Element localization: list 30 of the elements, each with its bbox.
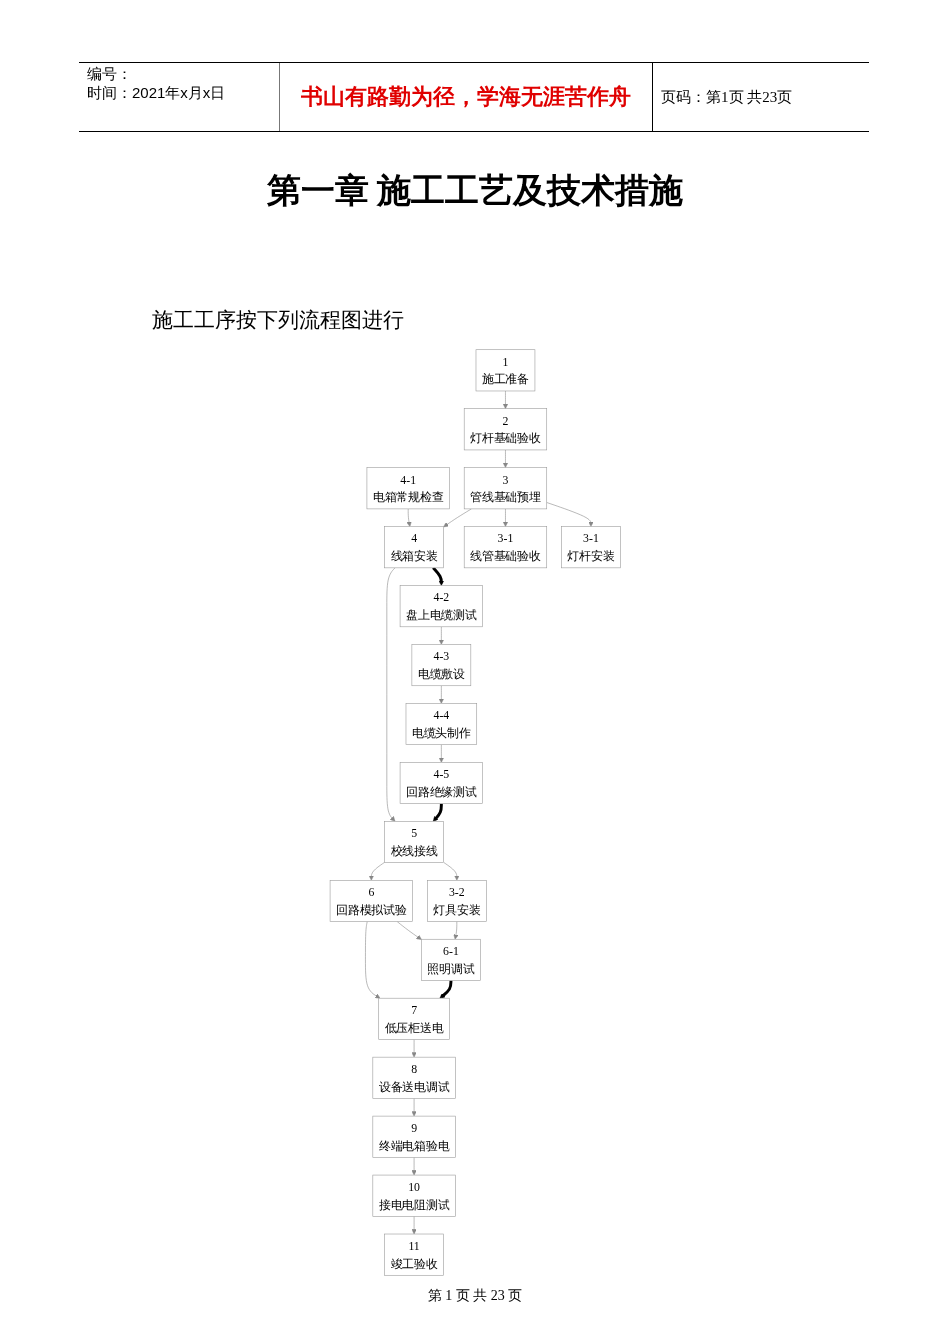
date-field: 时间：2021年x月x日 (87, 84, 271, 103)
node-box: 3-1 线管基础验收 (463, 526, 547, 569)
node-box: 4-2 盘上电缆测试 (399, 585, 483, 628)
node-box: 8 设备送电调试 (372, 1056, 456, 1099)
node-box: 3-1 灯杆安装 (560, 526, 621, 569)
node-box: 2 灯杆基础验收 (463, 408, 547, 451)
node-box: 4 线箱安装 (384, 526, 444, 569)
node-box: 4-1 电箱常规检查 (366, 467, 450, 510)
page-title: 第一章 施工工艺及技术措施 (266, 172, 684, 209)
arrow (431, 566, 444, 586)
node-box: 11 竣工验收 (384, 1233, 444, 1276)
arrow (432, 803, 443, 822)
serial-number-field: 编号： (87, 65, 271, 84)
node-box: 4-4 电缆头制作 (405, 703, 477, 745)
page-number-text: 页码：第1页 共23页 (661, 87, 793, 107)
node-box: 9 终端电箱验电 (372, 1115, 456, 1158)
node-box: 4-5 回路绝缘测试 (399, 762, 483, 804)
node-box: 6-1 照明调试 (420, 938, 481, 981)
intro-text: 施工工序按下列流程图进行 (152, 308, 404, 332)
arrow (439, 980, 453, 999)
node-box: 6 回路模拟试验 (329, 880, 413, 922)
node-box: 3-2 灯具安装 (426, 880, 487, 922)
motto-text: 书山有路勤为径，学海无涯苦作舟 (301, 83, 631, 111)
node-box: 4-3 电缆敷设 (411, 644, 471, 687)
node-box: 3 管线基础预埋 (463, 467, 547, 510)
node-box: 10 接电电阻测试 (372, 1174, 456, 1217)
node-box: 1 施工准备 (475, 349, 535, 392)
page-footer: 第 1 页 共 23 页 (427, 1288, 523, 1303)
node-box: 7 低压柜送电 (378, 997, 450, 1040)
node-box: 5 校线接线 (384, 821, 444, 863)
